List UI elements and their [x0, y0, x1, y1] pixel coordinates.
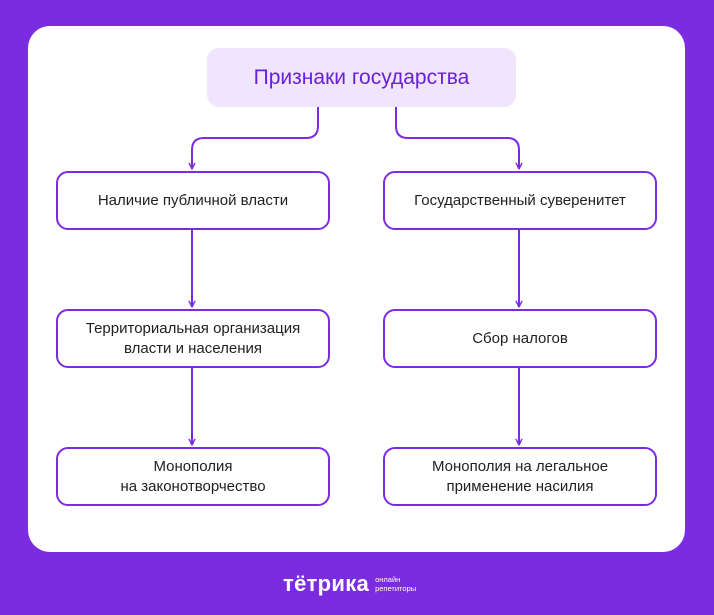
- node-violence-monopoly: Монополия на легальное применение насили…: [383, 447, 657, 506]
- node-tax-collection: Сбор налогов: [383, 309, 657, 368]
- connector-title-left: [188, 107, 319, 170]
- node-territorial-organization: Территориальная организация власти и нас…: [56, 309, 330, 368]
- brand-logo-tagline: онлайн репетиторы: [375, 575, 417, 593]
- brand-logo: тётрика онлайн репетиторы: [283, 569, 416, 599]
- diagram-title: Признаки государства: [207, 48, 516, 107]
- node-state-sovereignty: Государственный суверенитет: [383, 171, 657, 230]
- brand-logo-wordmark: тётрика: [283, 571, 370, 596]
- node-lawmaking-monopoly: Монополия на законотворчество: [56, 447, 330, 506]
- connector-title-right: [395, 107, 523, 170]
- node-public-authority: Наличие публичной власти: [56, 171, 330, 230]
- diagram-title-text: Признаки государства: [253, 65, 470, 89]
